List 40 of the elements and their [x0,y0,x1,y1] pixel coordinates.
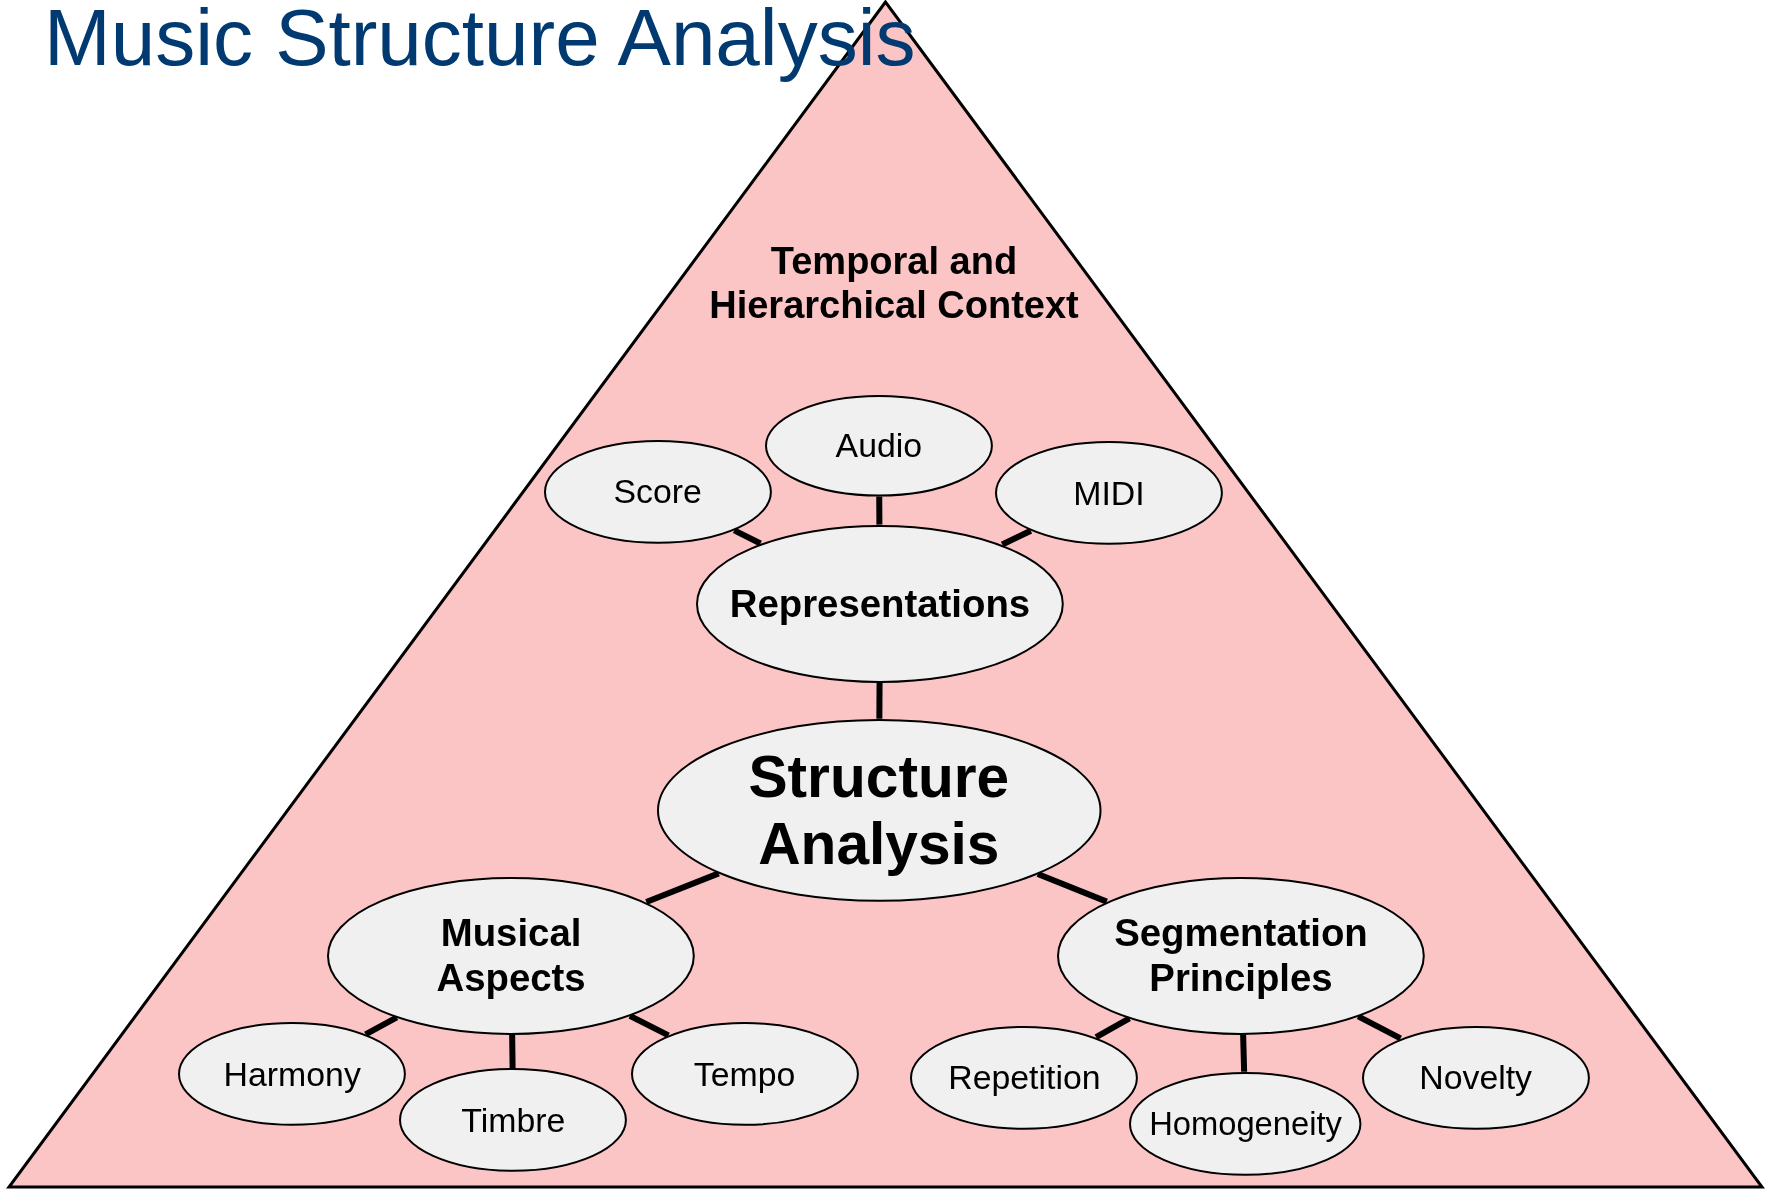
connector-line [628,1013,670,1039]
context-label: Temporal and Hierarchical Context [708,240,1080,328]
node-label: Structure Analysis [747,742,1011,878]
ellipse-node [543,440,772,544]
node-label: Harmony [223,1054,361,1094]
connector-line [509,1034,516,1069]
ellipse-node [327,876,695,1035]
ellipse-node [1129,1071,1362,1176]
ellipse-node [910,1025,1139,1130]
ellipse-node [630,1022,859,1126]
pyramid-triangle [9,2,1762,1187]
node-label: Audio [835,426,923,466]
ellipse-node [1057,876,1425,1035]
ellipse-node [995,441,1223,545]
ellipse-node [696,524,1064,683]
node-label: Segmentation Principles [1113,911,1369,1000]
node-label: Repetition [948,1057,1101,1097]
node-label: Musical Aspects [435,911,587,1000]
ellipse-node [399,1068,628,1173]
node-label: Score [613,472,702,512]
connector-line [1094,1015,1131,1040]
connector-line [1000,528,1033,548]
ellipse-node [178,1022,407,1126]
connector-line [876,682,883,719]
connector-line [364,1014,399,1037]
connector-line [1240,1034,1248,1072]
connector-line [1036,871,1108,905]
connector-line [876,496,883,525]
connector-line [732,527,762,547]
ellipse-node [1361,1025,1590,1130]
node-label: Timbre [461,1100,566,1140]
connector-line [645,870,720,905]
connector-line [1356,1013,1402,1042]
node-label: Homogeneity [1149,1104,1342,1143]
node-label: Representations [729,581,1031,626]
node-label: Tempo [693,1054,796,1094]
ellipse-node [656,718,1102,902]
ellipse-node [764,394,993,497]
node-label: MIDI [1073,473,1145,513]
node-label: Novelty [1419,1057,1533,1097]
